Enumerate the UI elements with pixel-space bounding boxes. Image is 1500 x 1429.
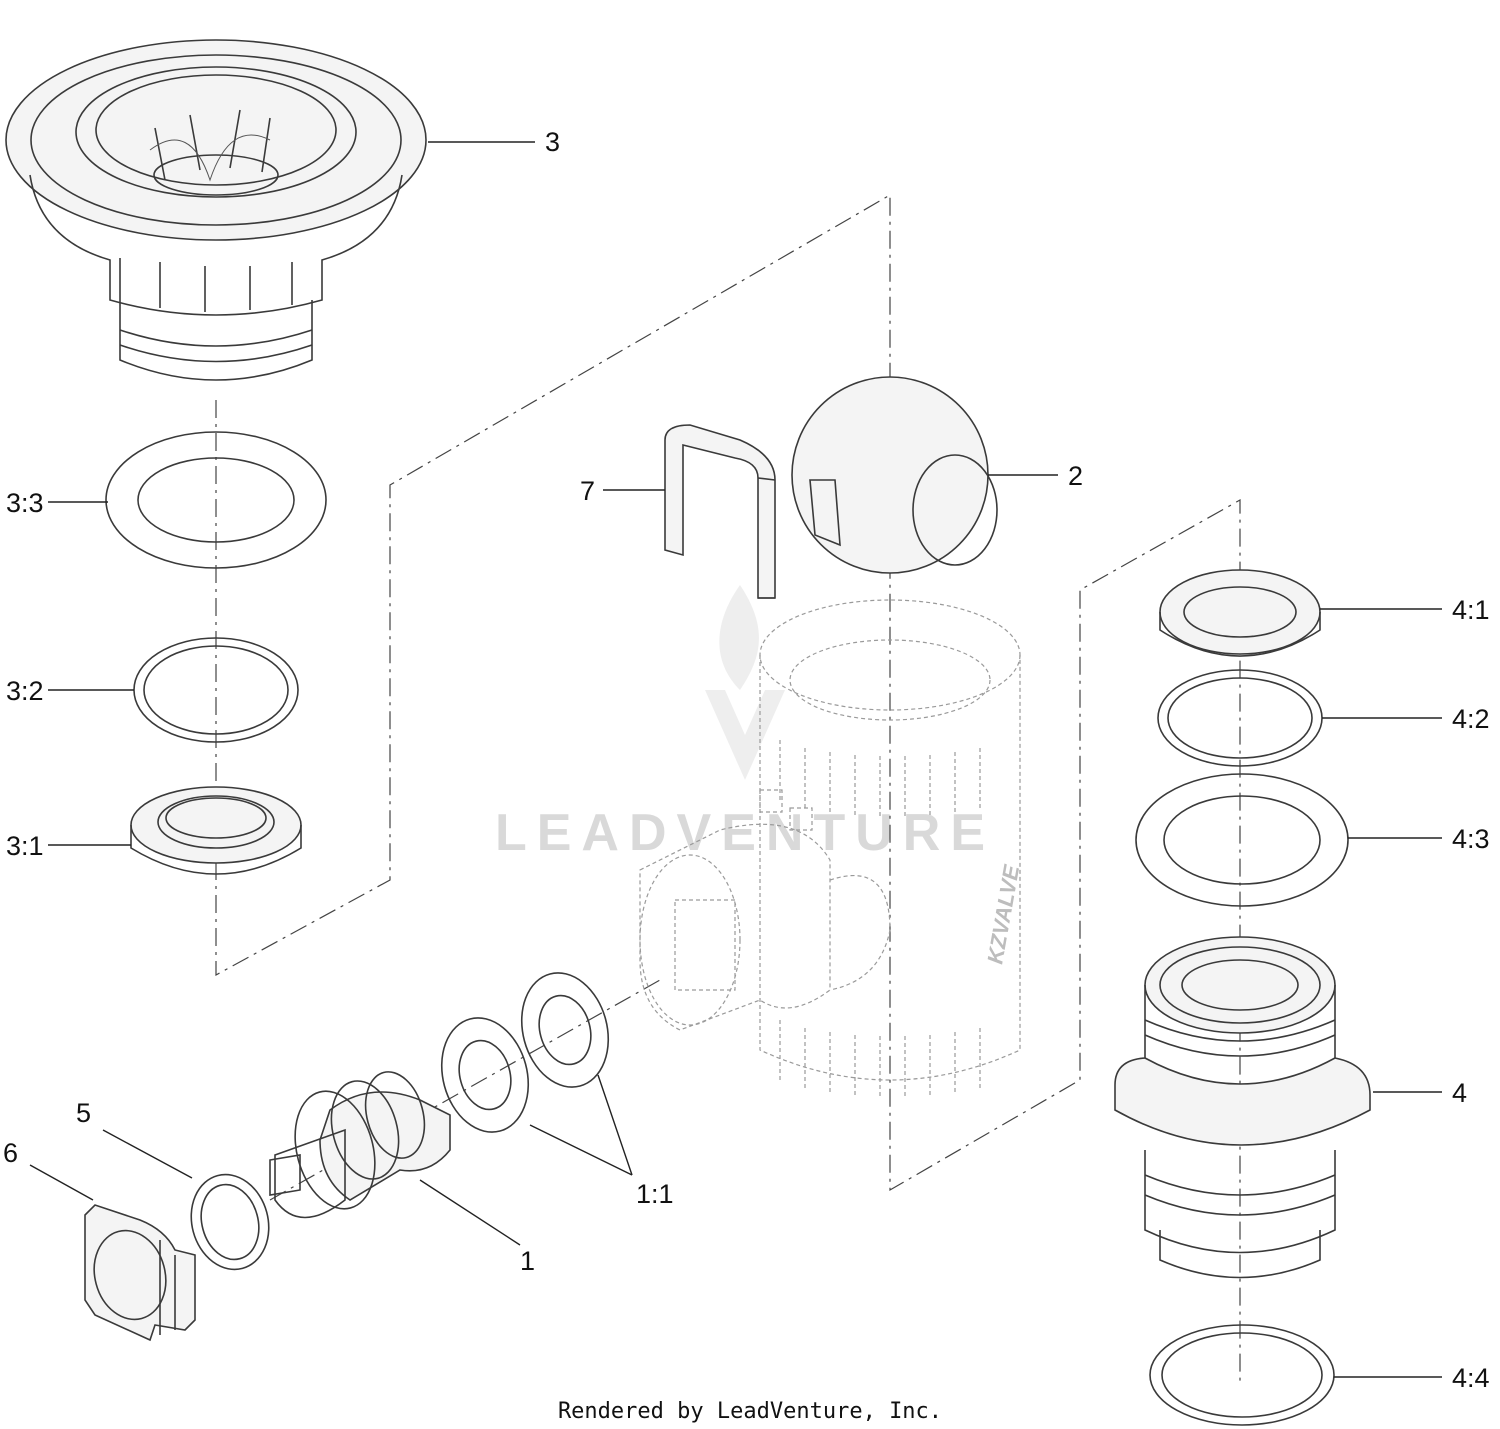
callout-3-1: 3:1	[6, 831, 44, 861]
valve-body-brand: KZVALVE	[982, 862, 1024, 966]
callout-1: 1	[520, 1246, 535, 1276]
callout-4: 4	[1452, 1078, 1467, 1108]
part-3-cap	[5, 39, 427, 381]
watermark: LEADVENTURE	[495, 585, 995, 862]
part-6-adapter	[84, 1204, 196, 1342]
rendered-by-footer: Rendered by LeadVenture, Inc.	[558, 1399, 942, 1424]
part-3-3-oring	[105, 431, 327, 569]
part-1-1-washers	[440, 972, 610, 1133]
watermark-text: LEADVENTURE	[495, 804, 995, 862]
callout-2: 2	[1068, 461, 1083, 491]
watermark-flame-logo-icon	[705, 585, 785, 780]
callout-3-2: 3:2	[6, 676, 44, 706]
leader-lines	[29, 141, 1442, 1378]
callout-7: 7	[580, 476, 595, 506]
part-2-ball	[791, 376, 998, 574]
callout-4-3: 4:3	[1452, 824, 1490, 854]
part-3-1-seat	[130, 786, 302, 875]
callout-4-4: 4:4	[1452, 1363, 1490, 1393]
part-5-washer	[190, 1173, 270, 1271]
part-4-4-oring	[1149, 1324, 1335, 1426]
callout-4-1: 4:1	[1452, 595, 1490, 625]
callout-5: 5	[76, 1098, 91, 1128]
part-4-1-seat	[1159, 569, 1321, 657]
part-7-clip	[664, 424, 776, 599]
assembly-centerlines	[215, 193, 1241, 1385]
callout-1-1: 1:1	[636, 1179, 674, 1209]
callout-4-2: 4:2	[1452, 704, 1490, 734]
callout-6: 6	[3, 1138, 18, 1168]
part-4-connector	[1114, 936, 1371, 1279]
callout-labels: 3 3:3 3:2 3:1 7 2 4:1 4:2 4:3 4 4:4 5 6 …	[3, 127, 1490, 1393]
part-4-3-oring	[1135, 773, 1349, 907]
part-1-stem	[269, 1071, 451, 1219]
callout-3-3: 3:3	[6, 488, 44, 518]
callout-3: 3	[545, 127, 560, 157]
